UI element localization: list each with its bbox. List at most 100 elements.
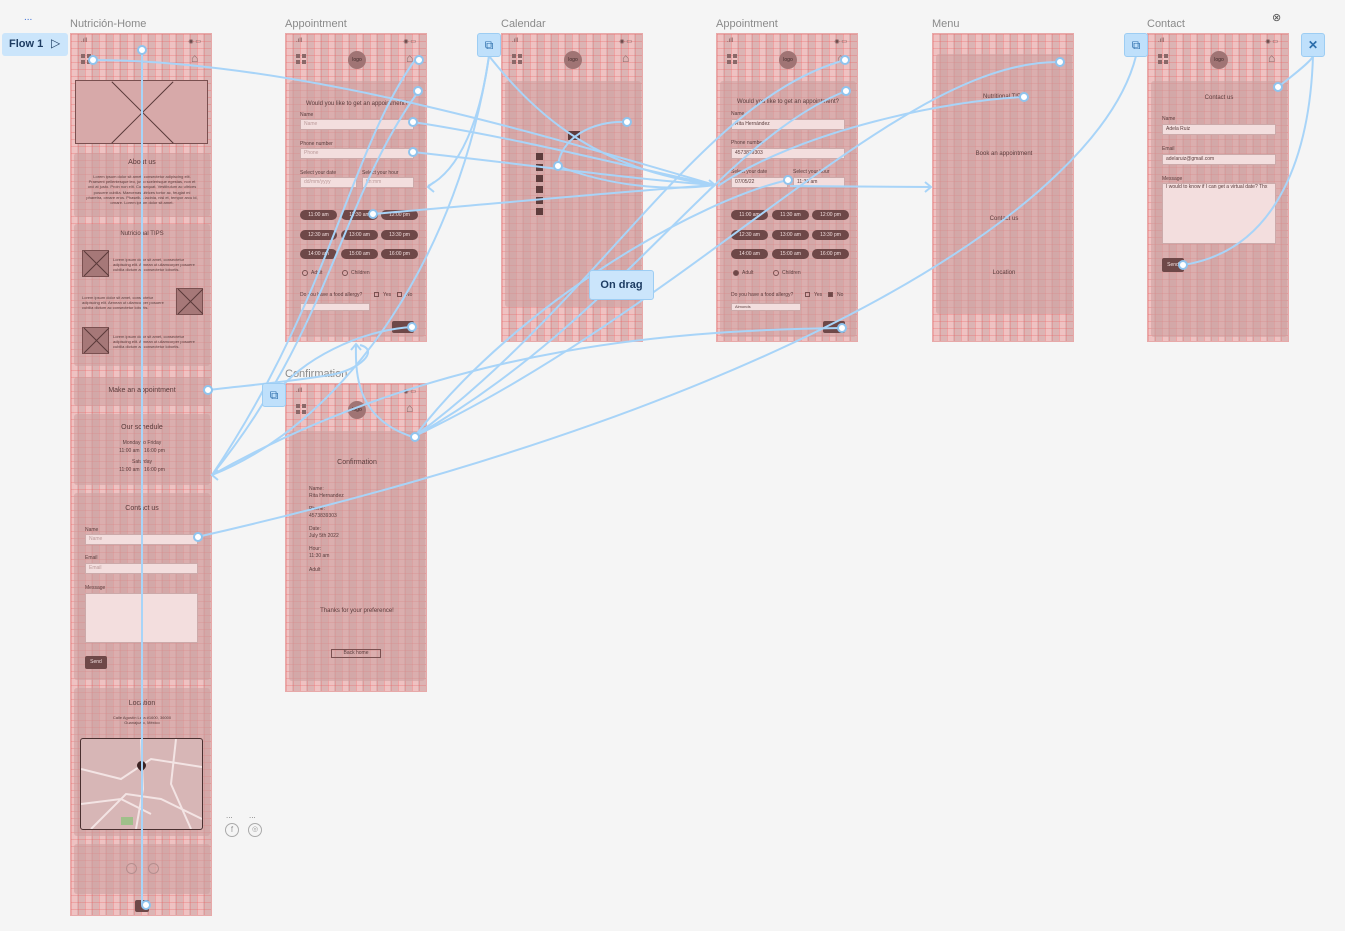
frame-appointment[interactable]: .ıll◉ ▭ logo ⌂ Would you like to get an …: [285, 33, 427, 342]
time-slot[interactable]: 12:00 pm: [812, 210, 849, 220]
home-icon[interactable]: ⌂: [1268, 51, 1276, 65]
link-node[interactable]: [1055, 57, 1065, 67]
time-slot[interactable]: 15:00 am: [772, 249, 809, 259]
time-slot[interactable]: 11:00 am: [300, 210, 337, 220]
time-slot[interactable]: 12:30 am: [300, 230, 337, 240]
link-node[interactable]: [841, 86, 851, 96]
time-slot[interactable]: 11:00 am: [731, 210, 768, 220]
link-node[interactable]: [783, 175, 793, 185]
menu-item-book-appointment[interactable]: Book an appointment: [975, 151, 1033, 157]
overlay-trigger-icon[interactable]: ⧉: [477, 33, 501, 57]
frame-home[interactable]: .ıll◉ ▭ ⌂ About us Lorem ipsum dolor sit…: [70, 33, 212, 916]
link-node[interactable]: [553, 161, 563, 171]
day-cell[interactable]: [536, 186, 543, 193]
frame-confirmation[interactable]: .ıll◉ ▭ logo ⌂ Confirmation Name: Rita H…: [285, 383, 427, 692]
home-icon[interactable]: ⌂: [406, 401, 414, 415]
time-slot[interactable]: 13:30 pm: [812, 230, 849, 240]
day-cell[interactable]: [536, 175, 543, 182]
menu-grid-icon[interactable]: [1158, 54, 1169, 65]
link-node[interactable]: [1178, 260, 1188, 270]
time-slot[interactable]: 14:00 am: [300, 249, 337, 259]
menu-item-location[interactable]: Location: [992, 270, 1016, 276]
make-appointment-button[interactable]: Make an appointment: [74, 377, 210, 406]
link-node[interactable]: [137, 45, 147, 55]
time-slot[interactable]: 12:30 am: [731, 230, 768, 240]
link-node[interactable]: [1019, 92, 1029, 102]
link-node[interactable]: [837, 323, 847, 333]
link-node[interactable]: [408, 117, 418, 127]
instagram-icon[interactable]: ◎: [248, 823, 262, 837]
back-home-button[interactable]: Back home: [331, 649, 381, 658]
message-field[interactable]: [85, 593, 198, 643]
overlay-trigger-icon[interactable]: ⧉: [262, 383, 286, 407]
link-node[interactable]: [413, 86, 423, 96]
location-map[interactable]: [80, 738, 203, 830]
frame-contact[interactable]: .ıll◉ ▭ logo ⌂ Contact us Name Adela Rui…: [1147, 33, 1289, 342]
allergy-field[interactable]: Almonds: [731, 303, 801, 311]
facebook-icon[interactable]: f: [225, 823, 239, 837]
link-node[interactable]: [407, 322, 417, 332]
children-radio[interactable]: [773, 270, 779, 276]
date-field[interactable]: dd/mm/yyyy: [300, 177, 357, 188]
on-drag-tooltip[interactable]: On drag: [589, 270, 654, 300]
phone-field[interactable]: Phone: [300, 148, 414, 159]
day-cell[interactable]: [536, 164, 543, 171]
home-icon[interactable]: ⌂: [406, 51, 414, 65]
time-slot[interactable]: 12:00 pm: [381, 210, 418, 220]
hour-field[interactable]: 11:30 am: [793, 177, 845, 188]
close-overlay-icon[interactable]: ✕: [1301, 33, 1325, 57]
time-slot[interactable]: 13:30 pm: [381, 230, 418, 240]
allergy-yes-checkbox[interactable]: [805, 292, 810, 297]
time-slot[interactable]: 13:00 am: [772, 230, 809, 240]
menu-grid-icon[interactable]: [512, 54, 523, 65]
link-node[interactable]: [1273, 82, 1283, 92]
phone-field[interactable]: 4573839303: [731, 148, 845, 159]
allergy-field[interactable]: [300, 303, 370, 311]
allergy-no-checkbox[interactable]: [397, 292, 402, 297]
link-node[interactable]: [88, 55, 98, 65]
link-node[interactable]: [141, 900, 151, 910]
name-field[interactable]: Name: [85, 534, 198, 545]
message-field[interactable]: I would to know if I can get a virtual d…: [1162, 183, 1276, 244]
time-slot[interactable]: 13:00 am: [341, 230, 378, 240]
day-cell[interactable]: [536, 208, 543, 215]
hour-field[interactable]: hh:mm: [362, 177, 414, 188]
home-icon[interactable]: ⌂: [191, 51, 199, 65]
frame-appointment-filled[interactable]: .ıll◉ ▭ logo ⌂ Would you like to get an …: [716, 33, 858, 342]
menu-grid-icon[interactable]: [296, 54, 307, 65]
name-field[interactable]: Rita Hernández: [731, 119, 845, 130]
link-node[interactable]: [368, 209, 378, 219]
link-node[interactable]: [414, 55, 424, 65]
time-slot[interactable]: 16:00 pm: [381, 249, 418, 259]
link-node[interactable]: [622, 117, 632, 127]
link-node[interactable]: [408, 147, 418, 157]
overlay-trigger-icon[interactable]: ⧉: [1124, 33, 1148, 57]
day-cell[interactable]: [536, 153, 543, 160]
allergy-yes-checkbox[interactable]: [374, 292, 379, 297]
name-field[interactable]: Name: [300, 119, 414, 130]
email-field[interactable]: Email: [85, 563, 198, 574]
name-field[interactable]: Adela Ruiz: [1162, 124, 1276, 135]
flow-badge[interactable]: Flow 1 ▷: [2, 33, 68, 56]
menu-grid-icon[interactable]: [296, 404, 307, 415]
adult-radio[interactable]: [302, 270, 308, 276]
link-node[interactable]: [410, 432, 420, 442]
menu-grid-icon[interactable]: [727, 54, 738, 65]
time-slot[interactable]: 16:00 pm: [812, 249, 849, 259]
time-slot[interactable]: 15:00 am: [341, 249, 378, 259]
link-node[interactable]: [193, 532, 203, 542]
day-cell[interactable]: [536, 197, 543, 204]
menu-item-tips[interactable]: Nutritional TIPS: [983, 94, 1025, 100]
close-top-icon[interactable]: ⊗: [1272, 12, 1282, 24]
home-icon[interactable]: ⌂: [622, 51, 630, 65]
email-field[interactable]: adelaruiz@gmail.com: [1162, 154, 1276, 165]
time-slot[interactable]: 11:30 am: [772, 210, 809, 220]
time-slot[interactable]: 14:00 am: [731, 249, 768, 259]
date-field[interactable]: 07/05/22: [731, 177, 788, 188]
canvas-menu-dots[interactable]: ...: [24, 12, 33, 23]
menu-item-contact[interactable]: Contact us: [989, 216, 1019, 222]
frame-menu[interactable]: Nutritional TIPS Book an appointment Con…: [932, 33, 1074, 342]
adult-radio[interactable]: [733, 270, 739, 276]
children-radio[interactable]: [342, 270, 348, 276]
link-node[interactable]: [203, 385, 213, 395]
